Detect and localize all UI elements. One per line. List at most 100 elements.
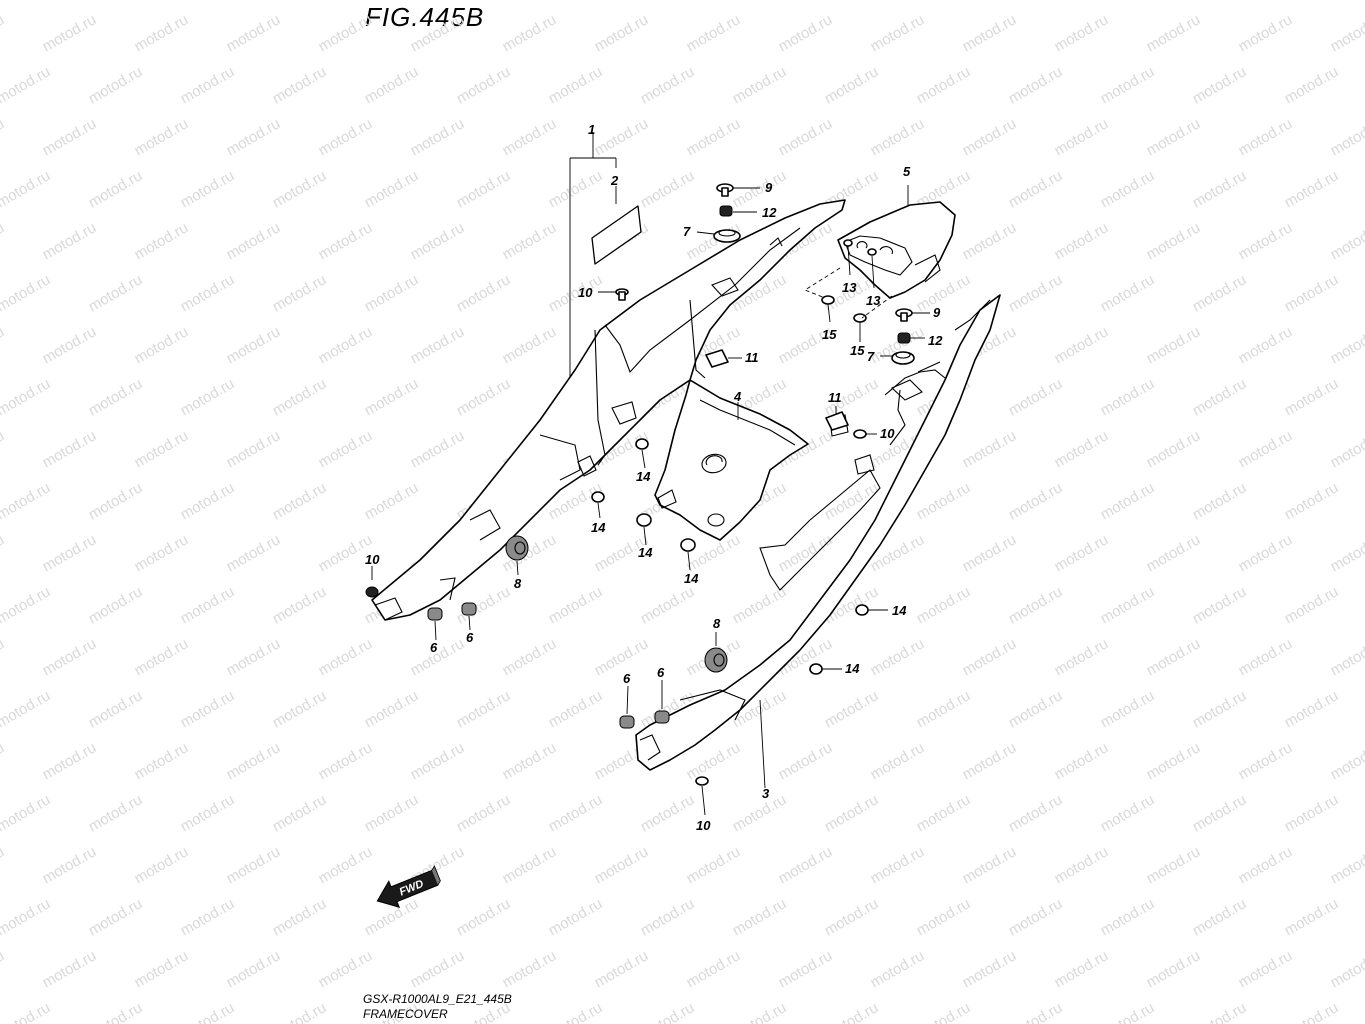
watermark-text: motod.ru xyxy=(960,843,1020,887)
watermark-text: motod.ru xyxy=(1236,115,1296,159)
watermark-text: motod.ru xyxy=(454,687,514,731)
watermark-text: motod.ru xyxy=(0,635,7,679)
watermark-text: motod.ru xyxy=(592,11,652,55)
watermark-text: motod.ru xyxy=(86,63,146,107)
watermark-text: motod.ru xyxy=(224,219,284,263)
watermark-text: motod.ru xyxy=(362,791,422,835)
watermark-text: motod.ru xyxy=(592,115,652,159)
watermark-text: motod.ru xyxy=(224,531,284,575)
watermark-text: motod.ru xyxy=(270,271,330,315)
watermark-text: motod.ru xyxy=(316,427,376,471)
watermark-text: motod.ru xyxy=(362,479,422,523)
watermark-text: motod.ru xyxy=(776,11,836,55)
watermark-text: motod.ru xyxy=(454,375,514,419)
watermark-text: motod.ru xyxy=(0,167,53,211)
watermark-text: motod.ru xyxy=(868,635,928,679)
watermark-text: motod.ru xyxy=(86,0,146,3)
screw-13-a xyxy=(843,239,853,247)
screw-9-right xyxy=(895,308,913,322)
watermark-text: motod.ru xyxy=(1052,843,1112,887)
watermark-text: motod.ru xyxy=(408,11,468,55)
callout-part-6b: 6 xyxy=(466,630,474,645)
watermark-text: motod.ru xyxy=(40,11,100,55)
watermark-text: motod.ru xyxy=(454,167,514,211)
watermark-text: motod.ru xyxy=(592,947,652,991)
watermark-text: motod.ru xyxy=(132,427,192,471)
callout-part-9a: 9 xyxy=(765,180,773,195)
watermark-text: motod.ru xyxy=(1328,635,1365,679)
watermark-text: motod.ru xyxy=(1236,843,1296,887)
watermark-text: motod.ru xyxy=(0,895,53,939)
watermark-text: motod.ru xyxy=(1006,687,1066,731)
watermark-text: motod.ru xyxy=(684,115,744,159)
watermark-text: motod.ru xyxy=(1144,323,1204,367)
watermark-text: motod.ru xyxy=(40,427,100,471)
watermark-text: motod.ru xyxy=(546,687,606,731)
rivet-14-b xyxy=(591,491,605,503)
watermark-text: motod.ru xyxy=(0,947,7,991)
watermark-text: motod.ru xyxy=(362,63,422,107)
watermark-text: motod.ru xyxy=(546,791,606,835)
watermark-text: motod.ru xyxy=(822,895,882,939)
watermark-text: motod.ru xyxy=(1098,63,1158,107)
watermark-text: motod.ru xyxy=(1190,375,1250,419)
callout-part-13a: 13 xyxy=(842,280,857,295)
watermark-text: motod.ru xyxy=(1328,323,1365,367)
watermark-text: motod.ru xyxy=(776,739,836,783)
watermark-text: motod.ru xyxy=(960,115,1020,159)
rivet-14-a xyxy=(635,438,649,450)
watermark-text: motod.ru xyxy=(316,947,376,991)
bolt-10-left-bottom xyxy=(365,586,379,598)
rivet-14-c xyxy=(636,513,652,527)
watermark-text: motod.ru xyxy=(1144,531,1204,575)
watermark-text: motod.ru xyxy=(730,895,790,939)
watermark-text: motod.ru xyxy=(914,999,974,1024)
watermark-text: motod.ru xyxy=(822,687,882,731)
watermark-text: motod.ru xyxy=(408,219,468,263)
watermark-text: motod.ru xyxy=(1006,479,1066,523)
watermark-text: motod.ru xyxy=(40,323,100,367)
watermark-text: motod.ru xyxy=(868,11,928,55)
watermark-text: motod.ru xyxy=(40,635,100,679)
watermark-text: motod.ru xyxy=(0,63,53,107)
callout-part-6c: 6 xyxy=(623,671,631,686)
watermark-text: motod.ru xyxy=(1190,687,1250,731)
hardware-items xyxy=(365,183,915,786)
watermark-text: motod.ru xyxy=(500,115,560,159)
watermark-text: motod.ru xyxy=(132,115,192,159)
cushion-8-right xyxy=(704,647,728,673)
watermark-text: motod.ru xyxy=(0,999,53,1024)
watermark-text: motod.ru xyxy=(1098,999,1158,1024)
watermark-text: motod.ru xyxy=(868,115,928,159)
watermark-text: motod.ru xyxy=(132,219,192,263)
clip-11-right xyxy=(825,411,849,431)
watermark-text: motod.ru xyxy=(1282,791,1342,835)
watermark-text: motod.ru xyxy=(1282,167,1342,211)
bolt-10-top xyxy=(615,288,629,301)
watermark-text: motod.ru xyxy=(1236,427,1296,471)
watermark-text: motod.ru xyxy=(0,791,53,835)
watermark-text: motod.ru xyxy=(454,63,514,107)
watermark-text: motod.ru xyxy=(730,167,790,211)
watermark-text: motod.ru xyxy=(362,271,422,315)
rubber-6-c xyxy=(619,715,635,729)
watermark-text: motod.ru xyxy=(178,375,238,419)
watermark-text: motod.ru xyxy=(500,323,560,367)
watermark-text: motod.ru xyxy=(546,0,606,3)
watermark-text: motod.ru xyxy=(546,583,606,627)
watermark-text: motod.ru xyxy=(178,63,238,107)
watermark-text: motod.ru xyxy=(546,63,606,107)
watermark-text: motod.ru xyxy=(132,635,192,679)
watermark-text: motod.ru xyxy=(224,11,284,55)
watermark-text: motod.ru xyxy=(86,687,146,731)
cushion-8-left xyxy=(505,535,529,561)
rubber-6-d xyxy=(654,710,670,724)
watermark-text: motod.ru xyxy=(1052,115,1112,159)
watermark-text: motod.ru xyxy=(1190,791,1250,835)
watermark-text: motod.ru xyxy=(1144,947,1204,991)
watermark-text: motod.ru xyxy=(684,11,744,55)
callout-part-1: 1 xyxy=(588,122,595,137)
callout-part-14b: 14 xyxy=(591,520,606,535)
watermark-text: motod.ru xyxy=(1144,115,1204,159)
